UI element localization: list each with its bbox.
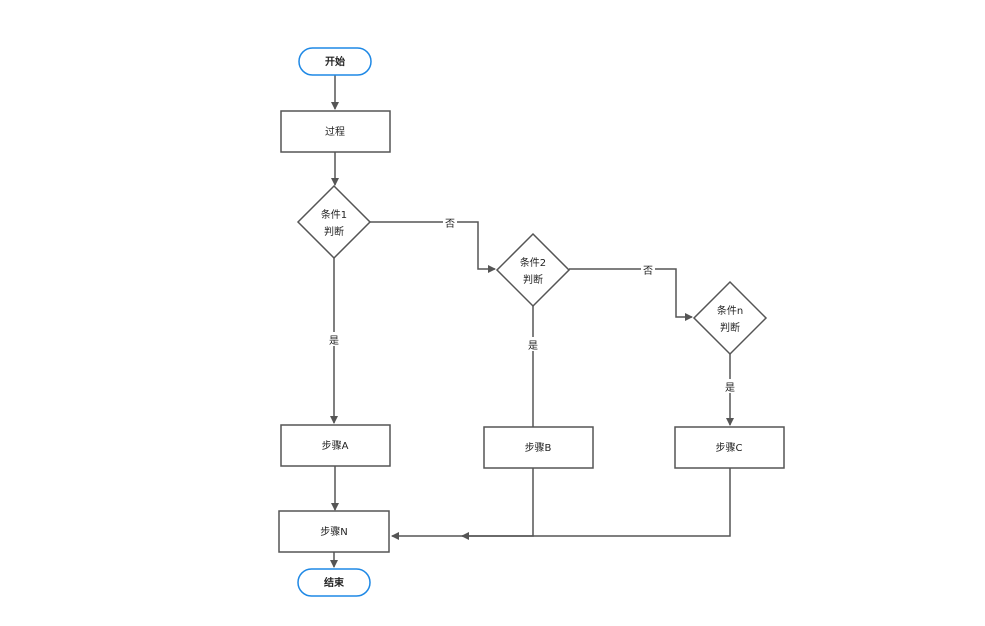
conditionN-label-line1: 条件n <box>717 304 743 317</box>
condition2-diamond[interactable]: 条件2 判断 <box>495 232 571 308</box>
stepA-box[interactable]: 步骤A <box>280 424 391 467</box>
condition1-diamond[interactable]: 条件1 判断 <box>296 184 372 260</box>
conditionN-label-line2: 判断 <box>720 321 740 334</box>
stepC-label: 步骤C <box>716 442 743 454</box>
start-label: 开始 <box>325 55 345 68</box>
stepC-box[interactable]: 步骤C <box>674 426 785 469</box>
edge-label-no-1: 否 <box>445 218 455 230</box>
condition1-label-line2: 判断 <box>324 225 344 238</box>
condition2-label-line1: 条件2 <box>520 256 546 269</box>
stepB-box[interactable]: 步骤B <box>483 426 594 469</box>
edge-label-yes-2: 是 <box>528 340 538 352</box>
edge-label-yes-1: 是 <box>329 335 339 347</box>
end-label: 结束 <box>324 576 345 589</box>
conditionN-diamond[interactable]: 条件n 判断 <box>692 280 768 356</box>
connectors <box>330 75 734 568</box>
condition1-label-line1: 条件1 <box>321 208 347 221</box>
process-label: 过程 <box>325 125 345 138</box>
stepN-box[interactable]: 步骤N <box>278 510 390 553</box>
stepN-label: 步骤N <box>320 526 347 538</box>
edge-condition2-no <box>569 268 693 321</box>
process-box[interactable]: 过程 <box>280 110 391 153</box>
edge-stepB-to-stepN <box>461 468 534 540</box>
condition2-label-line2: 判断 <box>523 273 543 286</box>
edge-label-yes-n: 是 <box>725 382 735 394</box>
edge-label-no-2: 否 <box>643 265 653 277</box>
edge-condition1-no <box>370 221 496 273</box>
edge-labels: 否 否 是 是 是 <box>327 215 737 394</box>
stepB-label: 步骤B <box>525 442 552 454</box>
end-terminal[interactable]: 结束 <box>297 568 371 597</box>
stepA-label: 步骤A <box>322 440 349 452</box>
edge-stepC-to-stepN <box>391 468 731 540</box>
start-terminal[interactable]: 开始 <box>298 47 372 76</box>
